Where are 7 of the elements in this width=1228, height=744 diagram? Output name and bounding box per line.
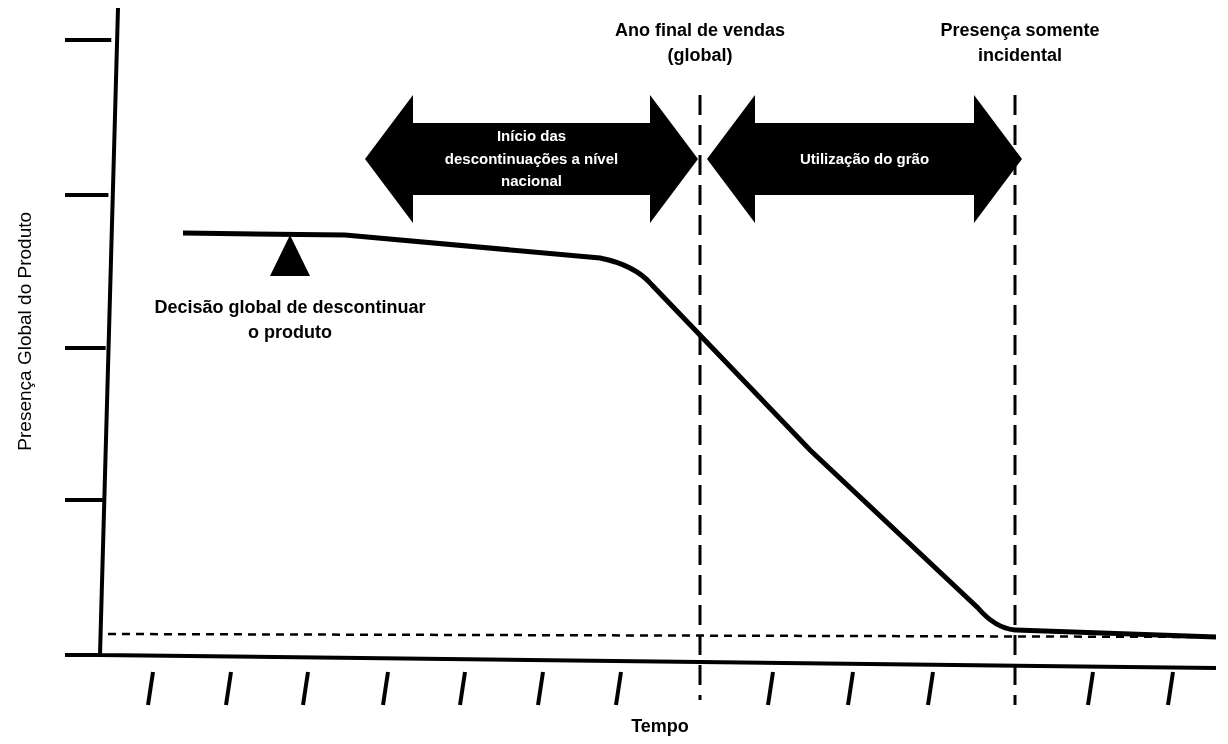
axis-title: Presença Global do Produto: [12, 210, 36, 453]
annotation-label: Ano final de vendas (global): [613, 19, 786, 68]
double-arrow-shape: Início das descontinuações a nível nacional: [365, 95, 698, 223]
axis-title: Tempo: [630, 715, 690, 738]
annotation-label: Decisão global de descontinuar o produto: [153, 296, 427, 345]
annotation-label: Presença somente incidental: [939, 19, 1101, 68]
double-arrow-shape: Utilização do grão: [707, 95, 1022, 223]
